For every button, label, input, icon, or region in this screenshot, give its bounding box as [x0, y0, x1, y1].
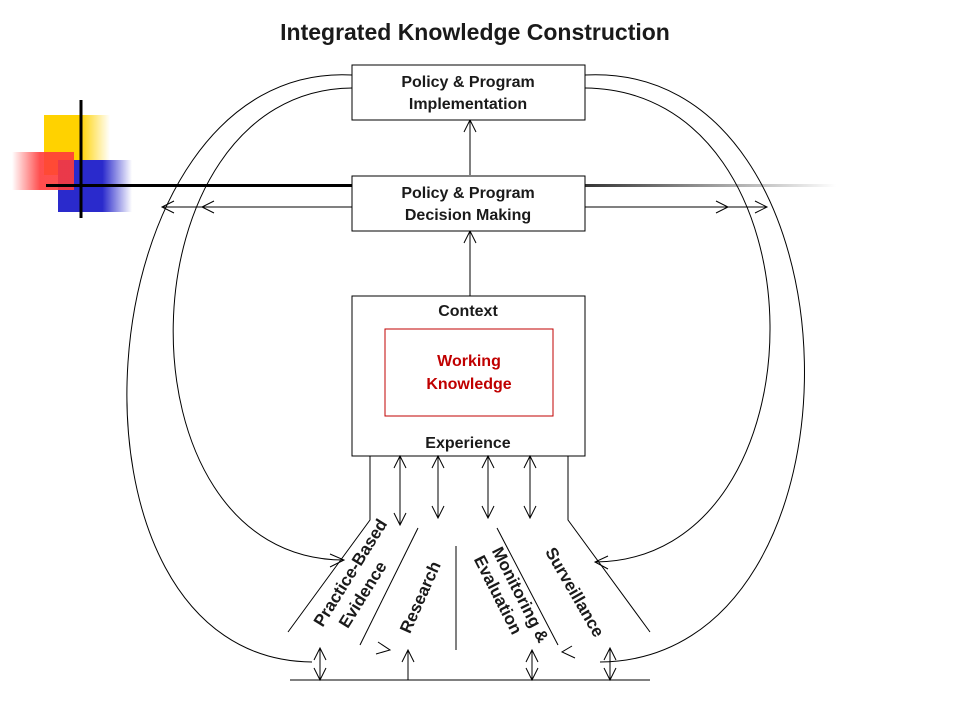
implementation-line1: Policy & Program — [401, 74, 534, 91]
experience-label: Experience — [425, 435, 510, 452]
decision-box: Policy & Program Decision Making — [351, 175, 586, 232]
working-knowledge-box — [384, 328, 554, 417]
stream-label-monitoring: Monitoring & Evaluation — [470, 544, 553, 646]
feedback-loops — [126, 74, 805, 663]
working-knowledge-line1: Working — [437, 353, 501, 370]
stream-label-research: Research — [396, 558, 444, 636]
decision-broadcast-arrows — [160, 200, 769, 214]
context-label: Context — [438, 303, 498, 320]
stream-label-surveillance: Surveillance — [541, 544, 608, 640]
working-knowledge-line2: Knowledge — [426, 376, 511, 393]
exchange-arrows — [393, 454, 537, 527]
research-label: Research — [396, 558, 444, 636]
context-box: Context Experience Working Knowledge — [351, 295, 586, 457]
bottom-arrows — [313, 553, 617, 682]
implementation-line2: Implementation — [409, 96, 527, 113]
decision-line1: Policy & Program — [401, 185, 534, 202]
diagram-title: Integrated Knowledge Construction — [280, 19, 670, 45]
stream-dividers — [287, 456, 651, 681]
implementation-box: Policy & Program Implementation — [351, 64, 586, 121]
surveillance-label: Surveillance — [541, 544, 608, 640]
decision-line2: Decision Making — [405, 207, 531, 224]
